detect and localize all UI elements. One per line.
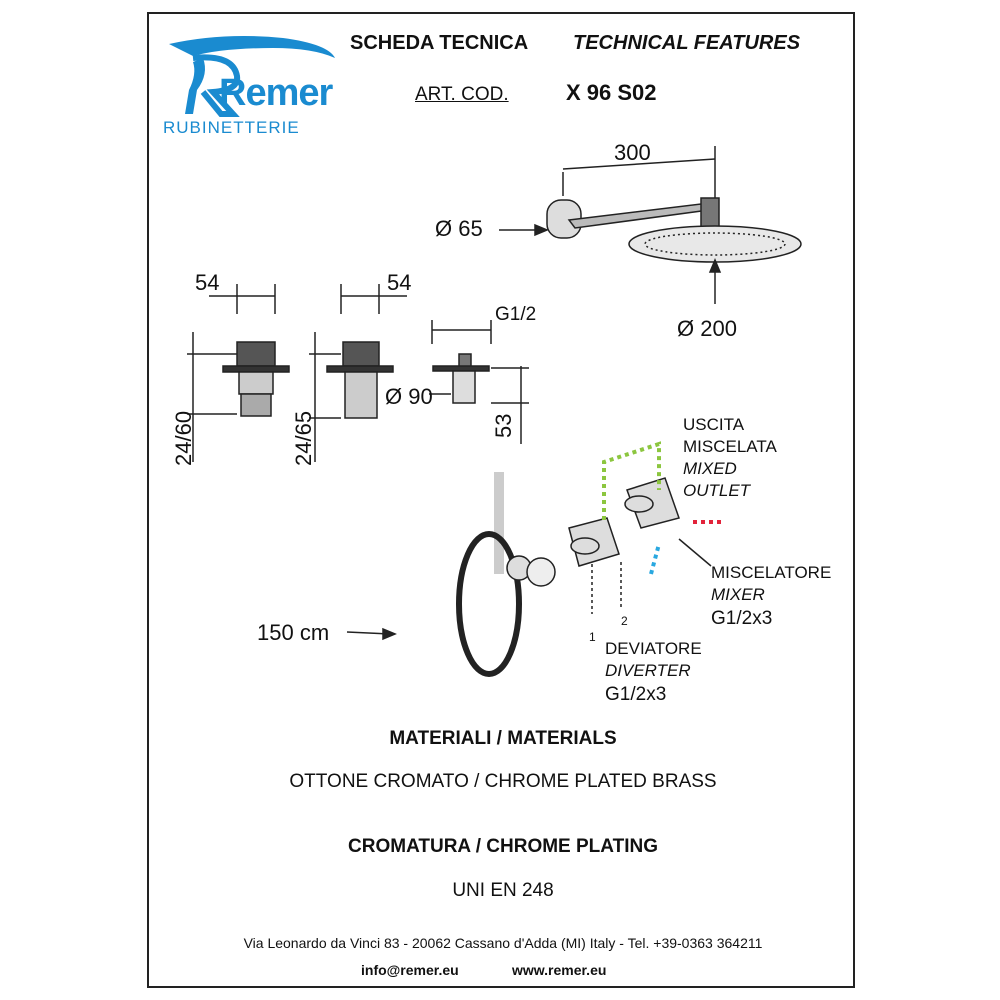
port-1-label: 1 bbox=[589, 630, 596, 644]
technical-sheet: Remer RUBINETTERIE SCHEDA TECNICA TECHNI… bbox=[147, 12, 855, 988]
diverter-drawing bbox=[568, 517, 622, 614]
shower-arm-drawing bbox=[499, 146, 802, 304]
materials-value: OTTONE CROMATO / CHROME PLATED BRASS bbox=[289, 771, 717, 792]
plating-heading: CROMATURA / CHROME PLATING bbox=[348, 836, 658, 857]
port-2-label: 2 bbox=[621, 614, 628, 628]
outlet-drawing bbox=[429, 320, 529, 444]
article-code-value: X 96 S02 bbox=[566, 80, 657, 105]
arm-length-label: 300 bbox=[614, 140, 651, 165]
mixed-outlet-english-2: OUTLET bbox=[683, 481, 751, 500]
logo-brand: Remer bbox=[219, 72, 333, 114]
materials-heading: MATERIALI / MATERIALS bbox=[389, 728, 617, 749]
remer-logo: Remer RUBINETTERIE bbox=[163, 28, 343, 140]
title-italian: SCHEDA TECNICA bbox=[350, 32, 529, 54]
valve-2-drawing bbox=[309, 284, 407, 462]
remer-logo-graphic bbox=[169, 36, 335, 117]
diverter-thread-label: G1/2x3 bbox=[605, 684, 667, 705]
hose-length-label: 150 cm bbox=[257, 620, 330, 645]
flange-diameter-label: Ø 65 bbox=[435, 216, 483, 241]
mixer-english-label: MIXER bbox=[711, 585, 765, 604]
technical-drawing bbox=[187, 146, 802, 677]
valve-1-drawing bbox=[187, 284, 290, 462]
hand-shower-drawing bbox=[346, 472, 556, 677]
footer-address: Via Leonardo da Vinci 83 - 20062 Cassano… bbox=[243, 935, 763, 951]
article-code-label: ART. COD. bbox=[415, 84, 509, 105]
diverter-italian-label: DEVIATORE bbox=[605, 639, 702, 658]
outlet-plate-label: Ø 90 bbox=[385, 384, 433, 409]
mixed-outlet-english-1: MIXED bbox=[683, 459, 737, 478]
plating-value: UNI EN 248 bbox=[452, 880, 554, 901]
mixer-thread-label: G1/2x3 bbox=[711, 608, 773, 629]
valve-1-depth-label: 24/60 bbox=[171, 410, 196, 466]
valve-1-width-label: 54 bbox=[195, 270, 220, 295]
outlet-height-label: 53 bbox=[491, 413, 516, 438]
mixer-italian-label: MISCELATORE bbox=[711, 563, 832, 582]
footer-website: www.remer.eu bbox=[512, 962, 607, 978]
valve-2-width-label: 54 bbox=[387, 270, 412, 295]
outlet-thread-label: G1/2 bbox=[495, 304, 537, 325]
valve-2-depth-label: 24/65 bbox=[291, 410, 316, 466]
flow-arrows bbox=[602, 441, 721, 575]
mixed-outlet-italian-2: MISCELATA bbox=[683, 437, 777, 456]
mixer-drawing bbox=[624, 477, 712, 567]
diverter-english-label: DIVERTER bbox=[605, 661, 691, 680]
logo-subtitle: RUBINETTERIE bbox=[163, 118, 300, 137]
mixed-outlet-italian-1: USCITA bbox=[683, 415, 745, 434]
head-diameter-label: Ø 200 bbox=[677, 316, 737, 341]
title-english: TECHNICAL FEATURES bbox=[573, 32, 801, 54]
footer-email: info@remer.eu bbox=[361, 962, 459, 978]
